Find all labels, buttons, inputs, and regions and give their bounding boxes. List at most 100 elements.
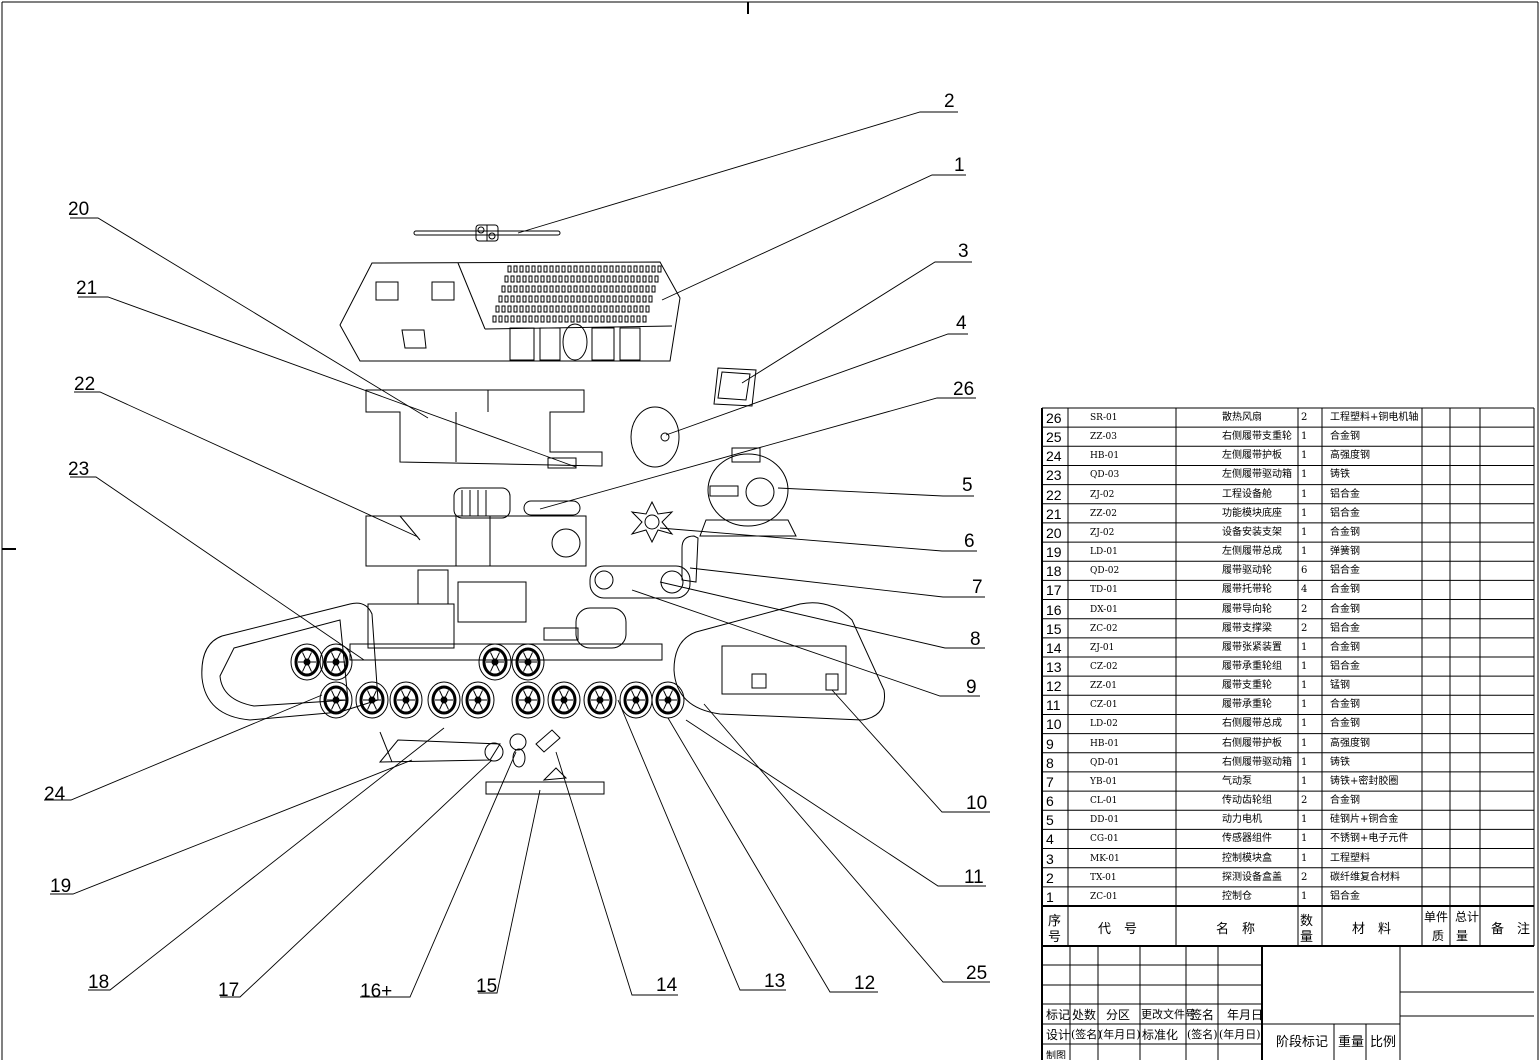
bom-cell-name: 履带支重轮 (1222, 680, 1272, 692)
vent-slot (579, 265, 584, 273)
vent-slot (591, 265, 596, 273)
bom-cell-qty: 1 (1301, 469, 1308, 481)
vent-slot (642, 275, 647, 283)
bom-cell-qty: 1 (1301, 488, 1308, 500)
vent-slot (519, 305, 524, 313)
bom-cell-material: 合金钢 (1330, 699, 1360, 711)
vent-slot (621, 265, 626, 273)
bom-cell-name: 控制仓 (1222, 890, 1252, 902)
bom-cell-code: ZJ-02 (1090, 489, 1115, 500)
bom-cell-material: 铸铁 (1330, 756, 1350, 768)
bom-cell-qty: 1 (1301, 507, 1308, 519)
bom-cell-no: 3 (1046, 850, 1054, 867)
tb-stage: 阶段标记 (1276, 1035, 1329, 1050)
bom-cell-no: 25 (1046, 429, 1062, 446)
bom-cell-no: 21 (1046, 505, 1062, 522)
bom-cell-material: 铝合金 (1330, 890, 1360, 902)
bom-cell-code: ZZ-01 (1090, 681, 1117, 692)
bom-cell-qty: 1 (1301, 833, 1308, 845)
vent-slot (585, 265, 590, 273)
bom-cell-qty: 4 (1301, 584, 1308, 596)
bom-cell-no: 20 (1046, 524, 1062, 541)
bom-cell-qty: 1 (1301, 661, 1308, 672)
bom-cell-name: 履带支撑梁 (1222, 622, 1272, 634)
callout-label: 18 (88, 972, 110, 993)
vent-slot (645, 285, 650, 293)
bom-cell-no: 12 (1046, 678, 1062, 695)
vent-slot (570, 295, 575, 303)
vent-slot (651, 265, 656, 273)
bom-cell-no: 7 (1046, 773, 1054, 790)
vent-slot (576, 315, 581, 323)
bom-cell-name: 工程设备舱 (1222, 488, 1272, 500)
bom-cell-qty: 1 (1301, 431, 1308, 443)
vent-slot (495, 305, 500, 313)
bom-cell-no: 10 (1046, 716, 1062, 733)
vent-slot (582, 315, 587, 323)
bom-cell-code: QD-03 (1090, 470, 1120, 481)
callout-label: 15 (476, 976, 498, 997)
part-control-module-box (713, 367, 757, 407)
vent-slot (612, 315, 617, 323)
vent-slot (528, 315, 533, 323)
bom-cell-name: 传动齿轮组 (1222, 795, 1272, 807)
bom-cell-code: ZZ-03 (1090, 432, 1117, 443)
bom-cell-code: CL-01 (1090, 796, 1118, 807)
road-wheel (427, 681, 461, 719)
vent-slot (564, 275, 569, 283)
callout-label: 2 (944, 91, 955, 112)
vent-slot (519, 285, 524, 293)
vent-slot (552, 295, 557, 303)
vent-slot (561, 265, 566, 273)
bom-cell-no: 5 (1046, 812, 1054, 829)
callout-label: 22 (74, 374, 96, 395)
bom-header-material: 材 料 (1352, 922, 1392, 937)
vent-slot (513, 305, 518, 313)
vent-slot (636, 315, 641, 323)
vent-slot (627, 285, 632, 293)
bom-cell-material: 铸铁 (1330, 469, 1350, 481)
bom-cell-name: 左侧履带总成 (1222, 546, 1282, 558)
vent-slot (552, 275, 557, 283)
bom-cell-name: 右侧履带总成 (1222, 718, 1282, 730)
part-power-motor (699, 447, 797, 537)
vent-slot (630, 275, 635, 283)
bom-cell-material: 合金钢 (1330, 795, 1360, 807)
callout-label: 21 (76, 278, 98, 299)
callout-label: 14 (656, 975, 678, 996)
callout-label: 12 (854, 973, 876, 994)
bom-cell-material: 合金钢 (1330, 526, 1360, 538)
bom-cell-name: 履带承重轮组 (1222, 661, 1282, 672)
vent-slot (609, 265, 614, 273)
vent-slot (504, 315, 509, 323)
callout-label: 6 (964, 531, 975, 552)
bom-cell-code: TX-01 (1090, 872, 1117, 883)
vent-slot (630, 315, 635, 323)
bom-cell-material: 铝合金 (1330, 488, 1360, 500)
vent-slot (534, 295, 539, 303)
tb-bottom: 制图 (1046, 1051, 1066, 1059)
bom-cell-qty: 1 (1301, 680, 1308, 692)
bom-cell-no: 22 (1046, 486, 1062, 503)
vent-slot (555, 285, 560, 293)
vent-slot (510, 315, 515, 323)
bom-cell-material: 碳纤维复合材料 (1330, 871, 1400, 883)
part-detector-cover (413, 224, 561, 242)
vent-slot (531, 265, 536, 273)
bom-cell-code: QD-01 (1090, 757, 1120, 768)
bom-cell-name: 右侧履带驱动箱 (1222, 756, 1292, 768)
vent-slot (531, 285, 536, 293)
tb-r2-1: (签名) (1071, 1028, 1102, 1041)
bom-cell-material: 工程塑料+铜电机轴 (1330, 412, 1419, 423)
vent-slot (633, 305, 638, 313)
vent-slot (528, 295, 533, 303)
vent-slot (549, 265, 554, 273)
callout-label: 20 (68, 199, 90, 220)
bom-cell-code: DX-01 (1090, 604, 1118, 615)
bom-cell-material: 锰钢 (1330, 680, 1350, 692)
bom-cell-name: 设备安装支架 (1222, 526, 1282, 538)
vent-slot (525, 305, 530, 313)
bom-cell-name: 传感器组件 (1222, 833, 1272, 845)
vent-slot (609, 285, 614, 293)
